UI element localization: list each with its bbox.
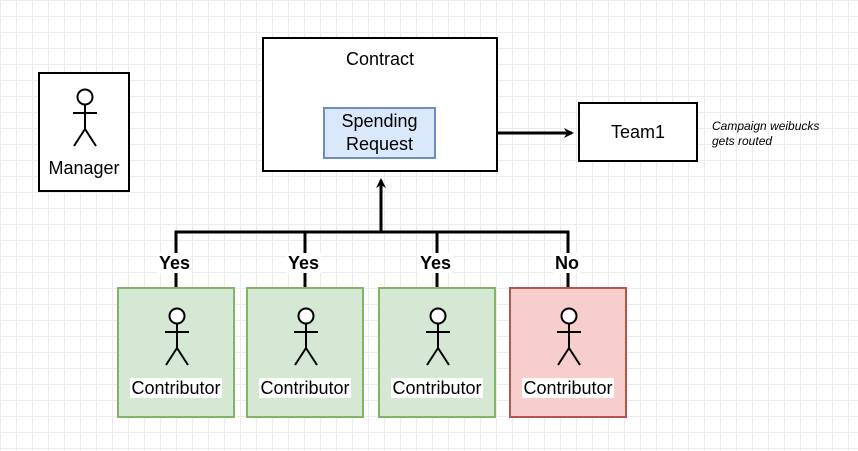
team-label: Team1 — [610, 121, 666, 142]
contributor-4-vote: No — [553, 253, 581, 273]
actor-icon — [165, 307, 189, 366]
contributor-4-label: Contributor — [522, 378, 614, 398]
spending-request-line-1: Spending — [341, 111, 418, 131]
contributor-4-box: Contributor — [509, 287, 627, 418]
routing-note: Campaign weibucks gets routed — [712, 119, 852, 149]
contributor-2-vote: Yes — [286, 253, 322, 273]
actor-icon — [426, 307, 450, 366]
manager-actor-box: Manager — [38, 72, 130, 192]
contributor-2-label: Contributor — [259, 378, 351, 398]
contract-box: Contract — [262, 37, 498, 172]
contributor-1-box: Contributor — [117, 287, 235, 418]
actor-icon — [294, 307, 318, 366]
contributor-1-label: Contributor — [130, 378, 222, 398]
contributor-2-box: Contributor — [246, 287, 364, 418]
contributor-1-vote: Yes — [157, 253, 193, 273]
contract-title: Contract — [345, 49, 415, 69]
contributor-3-label: Contributor — [391, 378, 483, 398]
actor-icon — [557, 307, 581, 366]
actor-icon — [73, 88, 97, 147]
manager-label: Manager — [48, 158, 120, 178]
routing-note-line-1: Campaign weibucks — [712, 119, 820, 133]
spending-request-box: Spending Request — [323, 107, 436, 159]
contributor-3-vote: Yes — [418, 253, 454, 273]
routing-note-line-2: gets routed — [712, 134, 773, 148]
contributor-3-box: Contributor — [378, 287, 496, 418]
spending-request-line-2: Request — [345, 134, 414, 154]
team-box: Team1 — [578, 102, 698, 162]
